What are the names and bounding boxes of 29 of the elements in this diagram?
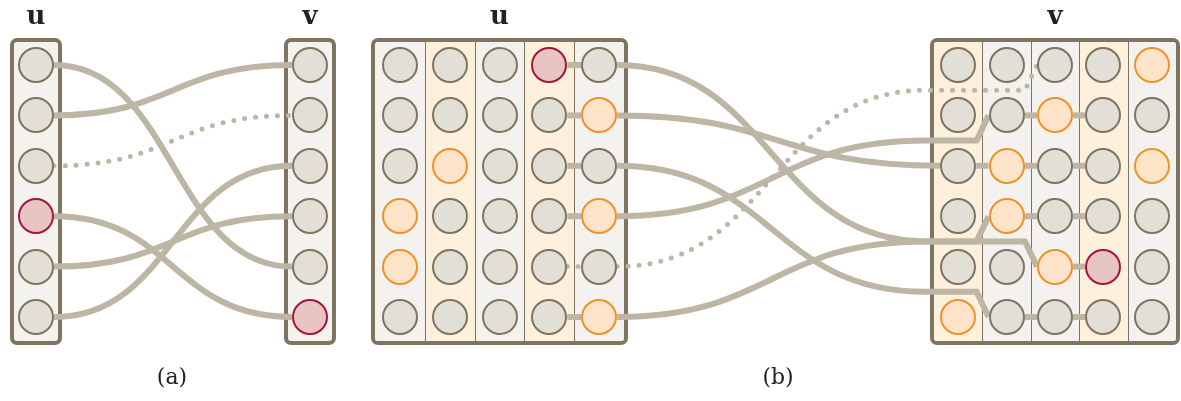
connector-line: [567, 162, 582, 169]
connector-line: [1024, 162, 1037, 169]
panel-heading: v: [302, 0, 318, 30]
connector-line: [1024, 112, 1037, 119]
connector-line: [567, 62, 582, 68]
connector-line: [567, 314, 582, 320]
connector-line: [616, 214, 992, 320]
connector-line: [567, 213, 582, 220]
panel-caption: (b): [762, 364, 794, 389]
connector-line: [617, 112, 941, 169]
panel-heading: u: [26, 0, 46, 30]
panel-heading: u: [490, 0, 509, 30]
dotted-connector: [564, 264, 584, 270]
connector-line: [976, 162, 989, 169]
connector-line: [1073, 112, 1086, 119]
connector-line: [567, 112, 582, 119]
panel-caption: (a): [156, 364, 188, 389]
connector-line: [1073, 263, 1086, 270]
connector-line: [616, 114, 992, 220]
connector-line: [1024, 314, 1037, 320]
connector-line: [1073, 314, 1086, 320]
connector-line: [1024, 213, 1037, 220]
connector-line: [1073, 162, 1086, 169]
connector-line: [53, 62, 293, 119]
connector-line: [1073, 213, 1086, 220]
panel-heading: v: [1047, 0, 1063, 30]
connector-line: [53, 162, 293, 320]
connector-line: [53, 213, 293, 270]
connector-line: [53, 62, 293, 270]
